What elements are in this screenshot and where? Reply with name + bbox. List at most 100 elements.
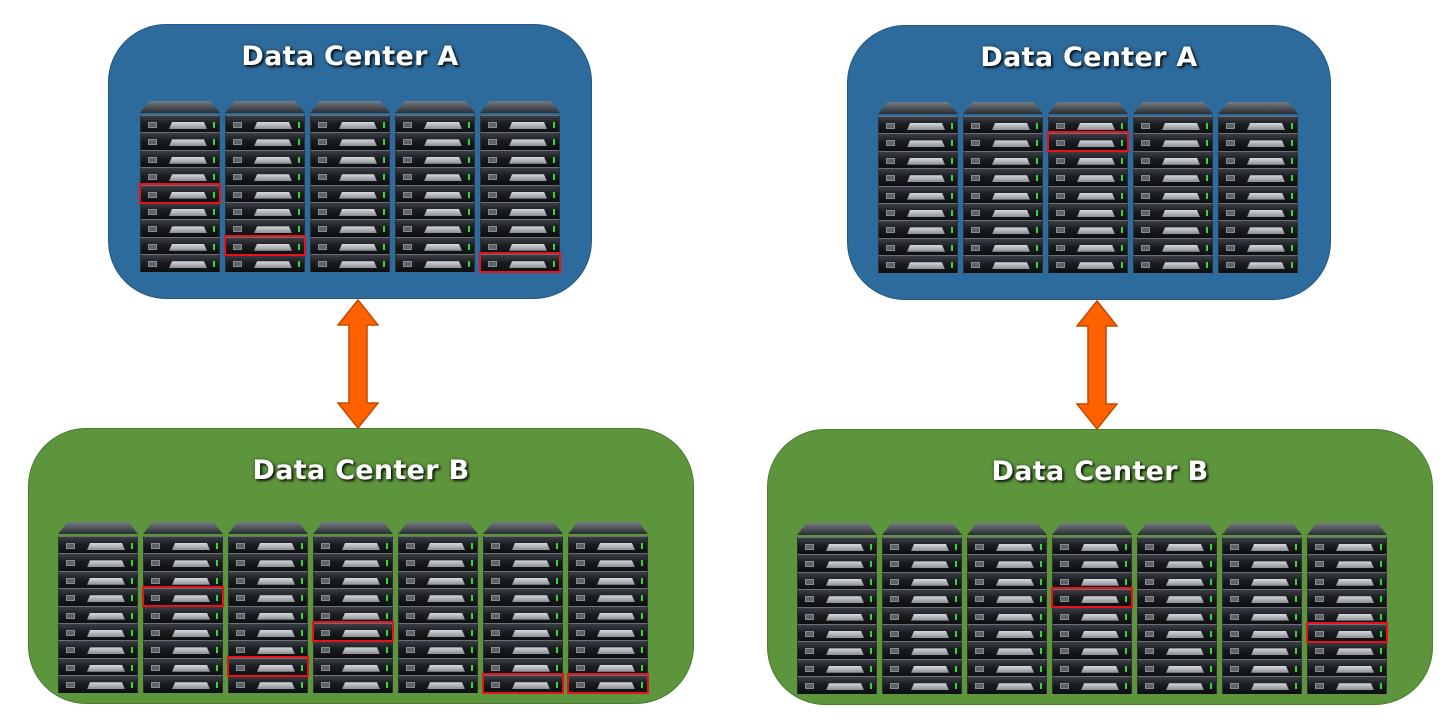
status-led bbox=[553, 226, 555, 233]
server-unit bbox=[1307, 676, 1387, 695]
drive-bay bbox=[1166, 648, 1204, 656]
server-port bbox=[488, 174, 497, 181]
server-unit bbox=[1137, 606, 1217, 625]
server-rack bbox=[140, 101, 220, 273]
status-led bbox=[1125, 683, 1127, 690]
server-unit bbox=[228, 588, 308, 607]
server-unit bbox=[1222, 606, 1302, 625]
drive-bay bbox=[427, 647, 465, 655]
drive-bay bbox=[339, 174, 377, 182]
server-unit bbox=[797, 537, 877, 555]
status-led bbox=[301, 560, 303, 567]
drive-bay bbox=[1336, 613, 1374, 621]
drive-bay bbox=[169, 243, 207, 251]
server-port bbox=[236, 647, 245, 654]
server-unit bbox=[963, 185, 1043, 204]
rack-top bbox=[480, 101, 560, 113]
server-port bbox=[148, 243, 157, 250]
server-unit bbox=[398, 675, 478, 694]
server-unit bbox=[568, 605, 648, 624]
server-unit bbox=[568, 570, 648, 589]
failed-server-highlight bbox=[224, 234, 306, 256]
server-unit bbox=[225, 219, 305, 238]
server-port bbox=[971, 227, 980, 234]
failed-server-highlight bbox=[1051, 587, 1133, 609]
drive-bay bbox=[996, 631, 1034, 638]
server-unit bbox=[1222, 624, 1302, 642]
drive-bay bbox=[1077, 192, 1115, 200]
status-led bbox=[1040, 631, 1042, 637]
server-port bbox=[1226, 210, 1235, 216]
status-led bbox=[1036, 227, 1038, 234]
server-port bbox=[975, 665, 984, 672]
server-unit bbox=[882, 658, 962, 677]
server-port bbox=[805, 596, 814, 603]
server-port bbox=[975, 613, 984, 620]
drive-bay bbox=[87, 647, 125, 655]
server-unit bbox=[1218, 150, 1298, 169]
status-led bbox=[951, 244, 953, 251]
server-port bbox=[491, 664, 500, 671]
server-port bbox=[233, 174, 242, 181]
server-unit bbox=[310, 254, 390, 273]
status-led bbox=[216, 543, 218, 549]
drive-bay bbox=[1077, 175, 1115, 183]
drive-bay bbox=[1077, 244, 1115, 252]
server-unit bbox=[1133, 203, 1213, 221]
drive-bay bbox=[1166, 631, 1204, 638]
drive-bay bbox=[87, 664, 125, 672]
server-port bbox=[1230, 596, 1239, 603]
status-led bbox=[1036, 157, 1038, 164]
server-unit bbox=[797, 589, 877, 608]
drive-bay bbox=[424, 191, 462, 199]
server-port bbox=[1060, 648, 1069, 655]
server-port bbox=[403, 209, 412, 215]
server-port bbox=[1315, 561, 1324, 568]
server-port bbox=[971, 175, 980, 182]
server-unit bbox=[483, 675, 563, 694]
drive-bay bbox=[1081, 561, 1119, 569]
drive-bay bbox=[826, 613, 864, 621]
status-led bbox=[1380, 631, 1382, 637]
server-unit bbox=[797, 658, 877, 677]
server-unit bbox=[797, 606, 877, 625]
server-port bbox=[236, 630, 245, 636]
rack-top bbox=[398, 522, 478, 534]
server-unit bbox=[228, 675, 308, 694]
server-port bbox=[890, 561, 899, 568]
server-port bbox=[576, 647, 585, 654]
server-port bbox=[975, 544, 984, 550]
drive-bay bbox=[87, 630, 125, 637]
server-port bbox=[236, 595, 245, 602]
server-unit bbox=[1133, 168, 1213, 187]
status-led bbox=[1206, 175, 1208, 182]
drive-bay bbox=[1081, 648, 1119, 656]
server-port bbox=[576, 630, 585, 636]
server-port bbox=[886, 175, 895, 182]
drive-bay bbox=[339, 209, 377, 216]
drive-bay bbox=[1162, 175, 1200, 183]
drive-bay bbox=[1336, 683, 1374, 691]
server-port bbox=[406, 612, 415, 619]
server-port bbox=[318, 209, 327, 215]
server-port bbox=[403, 139, 412, 146]
server-port bbox=[151, 543, 160, 549]
drive-bay bbox=[427, 630, 465, 637]
status-led bbox=[468, 209, 470, 215]
drive-bay bbox=[992, 157, 1030, 165]
status-led bbox=[1210, 665, 1212, 672]
server-unit bbox=[1307, 571, 1387, 590]
server-port bbox=[971, 210, 980, 216]
server-unit bbox=[228, 536, 308, 554]
drive-bay bbox=[1081, 578, 1119, 586]
server-unit bbox=[483, 640, 563, 659]
server-unit bbox=[1218, 168, 1298, 187]
status-led bbox=[1206, 192, 1208, 199]
status-led bbox=[468, 139, 470, 146]
status-led bbox=[641, 560, 643, 567]
status-led bbox=[383, 209, 385, 215]
server-port bbox=[66, 682, 75, 689]
drive-bay bbox=[911, 544, 949, 551]
rack-top bbox=[395, 101, 475, 113]
drive-bay bbox=[1166, 561, 1204, 569]
